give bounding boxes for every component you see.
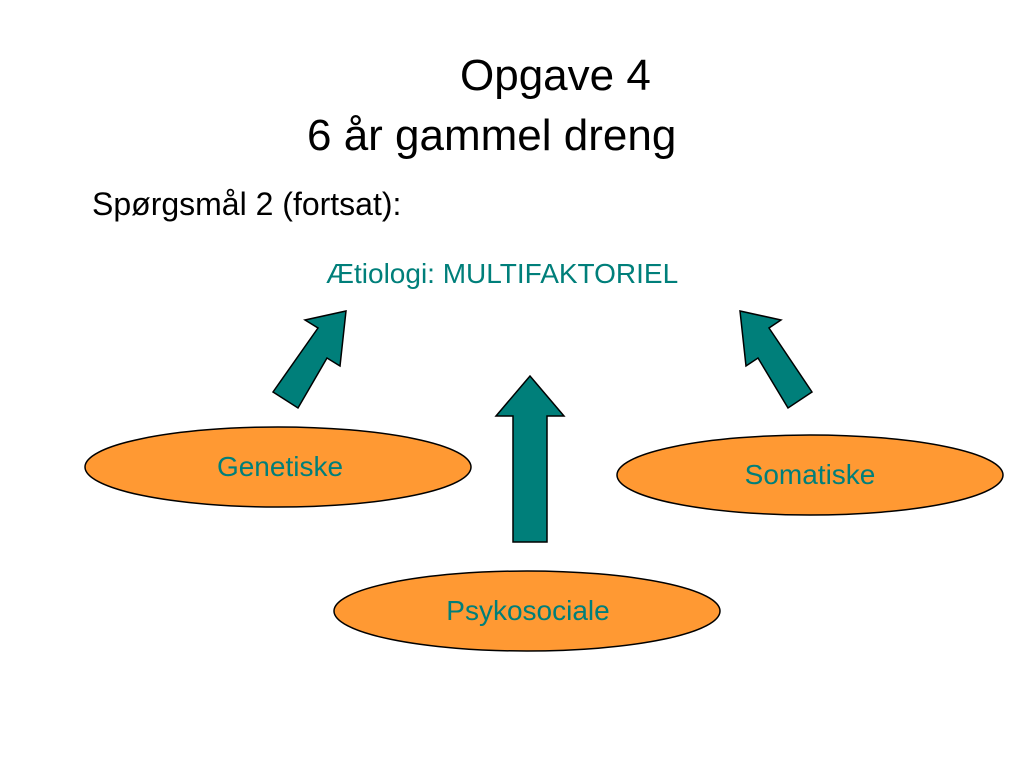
factor-label-psykosociale: Psykosociale [446,595,610,626]
psykosociale-ellipse [333,570,721,652]
factor-label-genetiske: Genetiske [216,451,344,482]
arrow-up-right-icon [271,310,347,410]
slide-title-line-1: Opgave 4 [460,51,651,100]
question-heading: Spørgsmål 2 (fortsat): [92,186,402,222]
arrow-up-icon [494,374,566,543]
factor-label-somatiske: Somatiske [744,459,876,490]
somatiske-ellipse [616,434,1004,516]
genetiske-ellipse [84,426,472,508]
arrow-up-left-icon [739,310,814,410]
etiology-label: Ætiologi: MULTIFAKTORIEL [326,258,679,289]
slide-title-line-2: 6 år gammel dreng [307,111,677,160]
